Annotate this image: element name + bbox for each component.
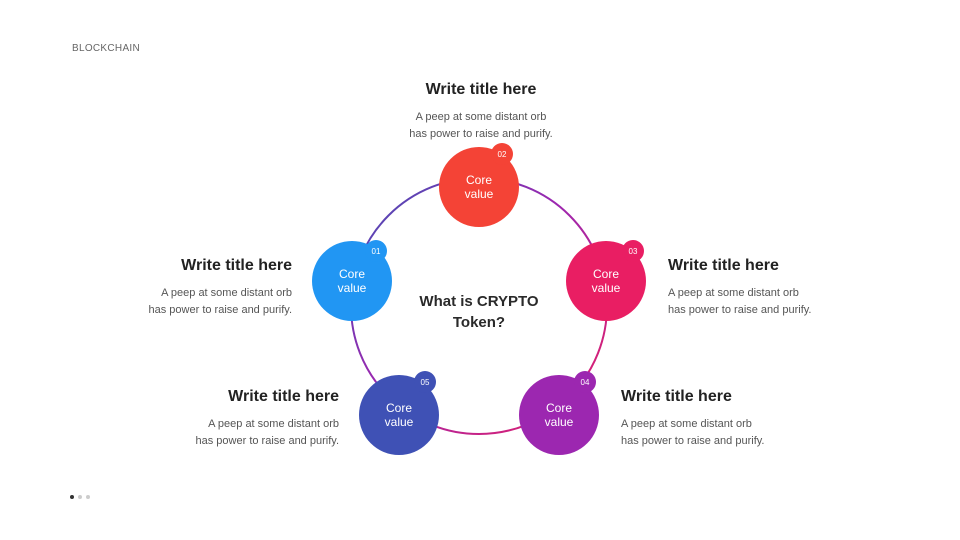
- text-block-02: Write title here A peep at some distant …: [381, 80, 581, 143]
- block-title: Write title here: [181, 257, 292, 274]
- node-label-line1: Core: [338, 267, 365, 281]
- block-description: A peep at some distant orb has power to …: [92, 285, 292, 319]
- block-title: Write title here: [621, 388, 732, 405]
- node-label-line2: value: [591, 281, 621, 295]
- text-block-05: Write title here A peep at some distant …: [139, 387, 339, 450]
- node-label-line1: Core: [385, 401, 412, 415]
- text-block-01: Write title here A peep at some distant …: [92, 256, 292, 319]
- node-label-line2: value: [544, 415, 574, 429]
- text-block-03: Write title here A peep at some distant …: [668, 256, 868, 319]
- block-description-line1: A peep at some distant orb: [161, 287, 292, 299]
- block-description-line1: A peep at some distant orb: [668, 287, 799, 299]
- node-badge-01: 01: [365, 240, 387, 262]
- block-title: Write title here: [668, 257, 779, 274]
- block-description: A peep at some distant orb has power to …: [621, 416, 821, 450]
- block-description-line1: A peep at some distant orb: [621, 418, 752, 430]
- center-title: What is CRYPTO Token?: [400, 291, 558, 333]
- node-label-line2: value: [384, 415, 414, 429]
- center-title-line2: Token?: [452, 314, 506, 331]
- node-badge-03: 03: [622, 240, 644, 262]
- block-description-line1: A peep at some distant orb: [415, 111, 547, 123]
- pager-dot[interactable]: [86, 495, 90, 499]
- block-description-line2: has power to raise and purify.: [409, 128, 553, 140]
- pager-dot[interactable]: [70, 495, 74, 499]
- node-badge-04: 04: [574, 371, 596, 393]
- node-label-line2: value: [337, 281, 367, 295]
- block-description-line2: has power to raise and purify.: [195, 435, 339, 447]
- block-description-line2: has power to raise and purify.: [148, 304, 292, 316]
- block-description-line2: has power to raise and purify.: [668, 304, 812, 316]
- node-label-line1: Core: [465, 173, 492, 187]
- block-description: A peep at some distant orb has power to …: [381, 109, 581, 143]
- block-description: A peep at some distant orb has power to …: [668, 285, 868, 319]
- block-title: Write title here: [425, 81, 537, 98]
- node-label-line2: value: [464, 187, 494, 201]
- center-title-line1: What is CRYPTO: [419, 293, 539, 310]
- block-title: Write title here: [228, 388, 339, 405]
- node-label-line1: Core: [592, 267, 619, 281]
- node-badge-05: 05: [414, 371, 436, 393]
- block-description-line2: has power to raise and purify.: [621, 435, 765, 447]
- block-description: A peep at some distant orb has power to …: [139, 416, 339, 450]
- text-block-04: Write title here A peep at some distant …: [621, 387, 821, 450]
- slide-pager: [70, 495, 90, 499]
- block-description-line1: A peep at some distant orb: [208, 418, 339, 430]
- pager-dot[interactable]: [78, 495, 82, 499]
- section-label: BLOCKCHAIN: [72, 43, 141, 54]
- node-badge-02: 02: [491, 143, 513, 165]
- node-label-line1: Core: [545, 401, 572, 415]
